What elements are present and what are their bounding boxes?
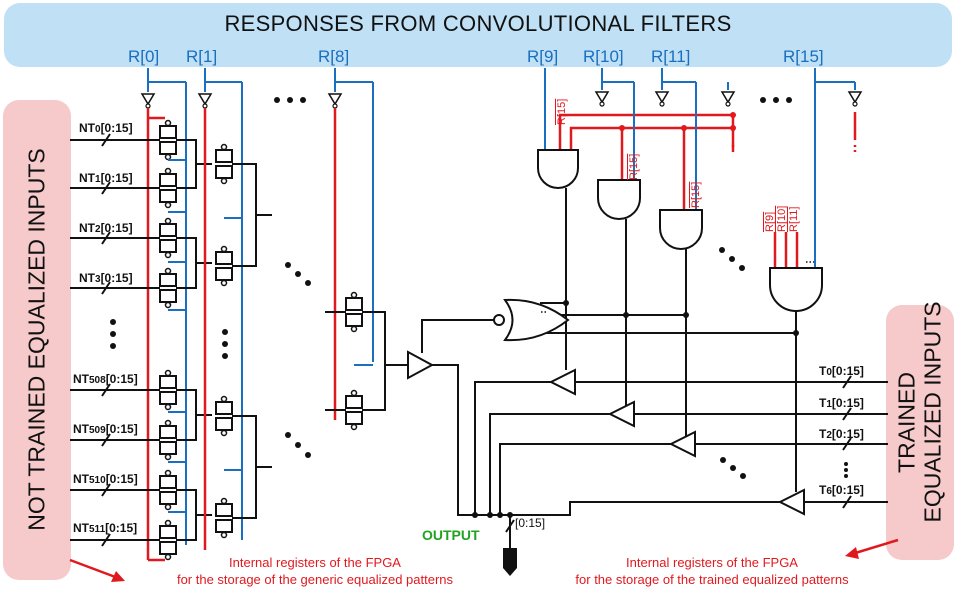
output-port-icon [503, 548, 517, 576]
response-label-r11: R[11] [651, 47, 691, 66]
gate-label-r15-3: R[15] [690, 181, 702, 208]
register-column-r8 [325, 68, 508, 516]
banner-title: RESPONSES FROM CONVOLUTIONAL FILTERS [224, 11, 732, 36]
nt-input-label: NT3[0:15] [79, 271, 133, 285]
gate-outputs [540, 188, 797, 492]
right-note: Internal registers of the FPGA for the s… [532, 554, 892, 588]
gate-label-r11: R[11] [788, 206, 800, 232]
trained-panel: TRAINED EQUALIZED INPUTS [886, 301, 954, 560]
annotation-arrows [69, 538, 899, 582]
trained-buffers [472, 368, 888, 576]
and-gates [537, 149, 823, 312]
left-note-line2: for the storage of the generic equalized… [176, 572, 454, 587]
response-label-r1: R[1] [186, 47, 218, 66]
right-note-line2: for the storage of the trained equalized… [575, 572, 849, 587]
response-label-r15: R[15] [783, 47, 824, 66]
gate-label-r10: R[10] [776, 205, 788, 232]
gate-label-r15-2: R[15] [628, 153, 640, 180]
output-bus-width: [0:15] [515, 516, 546, 530]
register-column-r1 [198, 68, 272, 550]
nor-gate [421, 298, 570, 353]
ellipsis-dots-left [110, 97, 311, 458]
t-input-label: T6[0:15] [819, 483, 864, 497]
t-input-label: T2[0:15] [819, 427, 864, 441]
left-note-line1: Internal registers of the FPGA [229, 555, 401, 570]
nt-input-label: NT2[0:15] [79, 221, 133, 235]
output-label: OUTPUT [422, 527, 480, 543]
gate-label-r9: R[9] [764, 211, 776, 232]
not-trained-panel: NOT TRAINED EQUALIZED INPUTS [3, 100, 71, 580]
nt-input-label: NT508[0:15] [73, 372, 138, 386]
filters-banner: RESPONSES FROM CONVOLUTIONAL FILTERS [4, 3, 952, 67]
response-label-r9: R[9] [527, 47, 559, 66]
nt-input-label: NT511[0:15] [73, 521, 138, 535]
ellipsis-dots-right [719, 97, 848, 479]
t-input-label: T1[0:15] [819, 396, 864, 410]
left-note: Internal registers of the FPGA for the s… [120, 554, 510, 588]
register-column-r0 [70, 68, 212, 562]
nt-input-label: NT509[0:15] [73, 422, 138, 436]
nt-input-label: NT1[0:15] [79, 171, 133, 185]
right-note-line1: Internal registers of the FPGA [626, 555, 798, 570]
response-label-r10: R[10] [583, 47, 624, 66]
response-label-r8: R[8] [318, 47, 350, 66]
response-label-r0: R[0] [128, 47, 160, 66]
t-input-label: T0[0:15] [819, 364, 864, 378]
feedback-bus [558, 112, 857, 210]
gate-label-r15-1: R[15] [556, 98, 568, 125]
filter-response-lines [544, 68, 862, 268]
nt-input-label: NT0[0:15] [79, 121, 133, 135]
nt-input-label: NT510[0:15] [73, 472, 138, 486]
